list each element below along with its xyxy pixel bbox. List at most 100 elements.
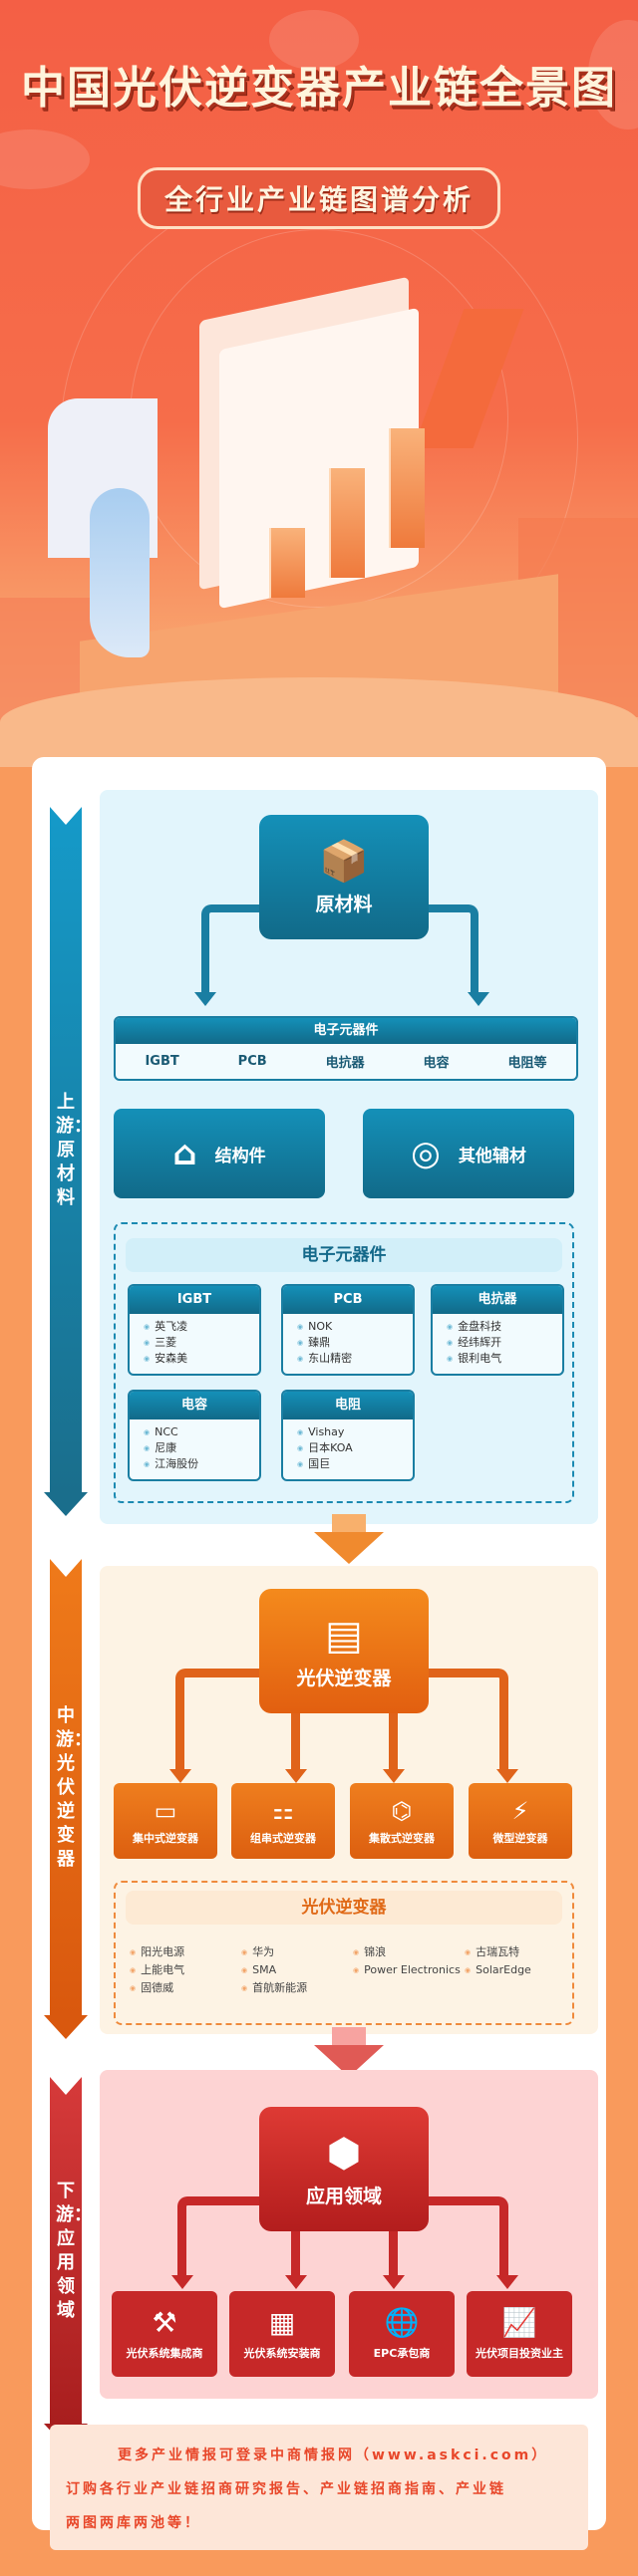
company-item: 日本KOA xyxy=(297,1440,413,1456)
connector xyxy=(291,1713,300,1771)
hero-banner: 中国光伏逆变器产业链全景图 全行业产业链图谱分析 xyxy=(0,0,638,767)
pipes-icon: ◎ xyxy=(411,1134,441,1173)
arrow-down-icon xyxy=(285,2275,307,2289)
connector-left xyxy=(177,2196,259,2278)
component-item: IGBT xyxy=(145,1054,179,1069)
application-hub: ⬢ 应用领域 xyxy=(259,2107,429,2231)
inverter-type-distributed: ⌬ 集散式逆变器 xyxy=(350,1783,454,1859)
company-item: 经纬辉开 xyxy=(447,1335,562,1351)
micro-inverter-icon: ⚡ xyxy=(511,1796,529,1825)
component-item: PCB xyxy=(237,1054,267,1069)
connector-right xyxy=(429,904,478,994)
company-item: 东山精密 xyxy=(297,1351,413,1367)
connector-right xyxy=(429,2196,508,2278)
hub-label: 原材料 xyxy=(315,894,373,915)
component-item: 电抗器 xyxy=(325,1056,365,1071)
company-item: 安森美 xyxy=(144,1351,259,1367)
arrow-down-icon xyxy=(285,1769,307,1783)
arrow-down-icon xyxy=(194,992,216,1006)
company-item: 金盘科技 xyxy=(447,1319,562,1335)
company-group-reactor: 电抗器 金盘科技 经纬辉开 银利电气 xyxy=(431,1284,564,1376)
downstream-stage-bar: 下游：应用领域 xyxy=(44,2077,92,2447)
structure-icon: ⌂ xyxy=(172,1134,197,1173)
arrow-down-icon xyxy=(169,1769,191,1783)
electronics-summary-bar: 电子元器件 IGBT PCB 电抗器 电容 电阻等 xyxy=(114,1016,578,1081)
central-inverter-icon: ▭ xyxy=(154,1796,177,1825)
company-item: 英飞凌 xyxy=(144,1319,259,1335)
company-item: 江海股份 xyxy=(144,1456,259,1472)
midstream-stage-label: 中游：光伏逆变器 xyxy=(56,1705,92,1870)
company-item: 古瑞瓦特 xyxy=(465,1944,568,1960)
footer-note: 更多产业情报可登录中商情报网（www.askci.com） 订购各行业产业链招商… xyxy=(50,2425,588,2550)
company-item: 阳光电源 xyxy=(130,1944,241,1960)
solar-panel-icon: ▦ xyxy=(268,2306,296,2339)
integrator-icon: ⚒ xyxy=(152,2306,177,2339)
footer-line: 两图两库两池等！ xyxy=(66,2515,201,2531)
connector-left xyxy=(175,1669,259,1773)
circuit-board-icon: ⌬ xyxy=(391,1796,413,1825)
company-item: Vishay xyxy=(297,1424,413,1440)
footer-line: 订购各行业产业链招商研究报告、产业链招商指南、产业链 xyxy=(66,2481,506,2497)
company-item: 三菱 xyxy=(144,1335,259,1351)
midstream-stage-bar: 中游：光伏逆变器 xyxy=(44,1559,92,2039)
box-icon: 📦 xyxy=(319,839,369,885)
section-title: 光伏逆变器 xyxy=(126,1891,562,1925)
application-epc: 🌐 EPC承包商 xyxy=(349,2291,455,2377)
company-item: 尼康 xyxy=(144,1440,259,1456)
upstream-stage-label: 上游：原材料 xyxy=(56,1092,92,1208)
component-item: 电阻等 xyxy=(507,1056,547,1071)
company-item: 臻鼎 xyxy=(297,1335,413,1351)
arrow-down-icon xyxy=(496,2275,518,2289)
midstream-companies-section xyxy=(114,1881,574,2025)
section-title: 电子元器件 xyxy=(126,1238,562,1272)
company-group-igbt: IGBT 英飞凌 三菱 安森美 xyxy=(128,1284,261,1376)
structural-parts-box: ⌂ 结构件 xyxy=(114,1109,325,1198)
connector xyxy=(389,1713,398,1771)
company-item: Power Electronics xyxy=(353,1962,465,1978)
company-item: 华为 xyxy=(241,1944,353,1960)
inverter-type-central: ▭ 集中式逆变器 xyxy=(114,1783,217,1859)
investment-chart-icon: 📈 xyxy=(501,2306,537,2339)
company-item: 固德威 xyxy=(130,1980,241,1996)
connector xyxy=(389,2231,398,2277)
inverter-manufacturers-list: 阳光电源 华为 锦浪 古瑞瓦特 上能电气 SMA Power Electroni… xyxy=(130,1944,568,1996)
company-group-pcb: PCB NOK 臻鼎 东山精密 xyxy=(281,1284,415,1376)
application-integrator: ⚒ 光伏系统集成商 xyxy=(112,2291,217,2377)
connector-left xyxy=(201,904,259,994)
flow-arrow-icon xyxy=(314,1514,384,1564)
solar-inverter-icon: ▤ xyxy=(325,1613,363,1659)
other-materials-box: ◎ 其他辅材 xyxy=(363,1109,574,1198)
arrow-down-icon xyxy=(496,1769,518,1783)
raw-materials-hub: 📦 原材料 xyxy=(259,815,429,939)
company-item: 锦浪 xyxy=(353,1944,465,1960)
inverter-type-string: ⚏ 组串式逆变器 xyxy=(231,1783,335,1859)
company-item: SolarEdge xyxy=(465,1962,568,1978)
inverter-type-micro: ⚡ 微型逆变器 xyxy=(469,1783,572,1859)
page-title: 中国光伏逆变器产业链全景图 xyxy=(21,63,617,114)
cube-icon: ⬢ xyxy=(326,2131,362,2177)
downstream-stage-label: 下游：应用领域 xyxy=(56,2181,92,2321)
company-item: NCC xyxy=(144,1424,259,1440)
arrow-down-icon xyxy=(383,1769,405,1783)
connector-right xyxy=(429,1669,508,1773)
arrow-down-icon xyxy=(383,2275,405,2289)
company-item: 首航新能源 xyxy=(241,1980,353,1996)
upstream-companies-section xyxy=(114,1222,574,1503)
string-inverter-icon: ⚏ xyxy=(272,1796,294,1825)
company-item: NOK xyxy=(297,1319,413,1335)
company-group-resistor: 电阻 Vishay 日本KOA 国巨 xyxy=(281,1390,415,1481)
arrow-down-icon xyxy=(171,2275,193,2289)
pv-inverter-hub: ▤ 光伏逆变器 xyxy=(259,1589,429,1713)
footer-line: 更多产业情报可登录中商情报网（www.askci.com） xyxy=(118,2447,549,2463)
arrow-down-icon xyxy=(468,992,489,1006)
company-item: 银利电气 xyxy=(447,1351,562,1367)
company-item: 上能电气 xyxy=(130,1962,241,1978)
application-installer: ▦ 光伏系统安装商 xyxy=(229,2291,335,2377)
connector xyxy=(291,2231,300,2277)
company-item: 国巨 xyxy=(297,1456,413,1472)
subtitle-badge: 全行业产业链图谱分析 xyxy=(138,167,500,229)
company-item: SMA xyxy=(241,1962,353,1978)
application-investor: 📈 光伏项目投资业主 xyxy=(467,2291,572,2377)
epc-globe-icon: 🌐 xyxy=(384,2306,420,2339)
upstream-stage-bar: 上游：原材料 xyxy=(44,807,92,1516)
